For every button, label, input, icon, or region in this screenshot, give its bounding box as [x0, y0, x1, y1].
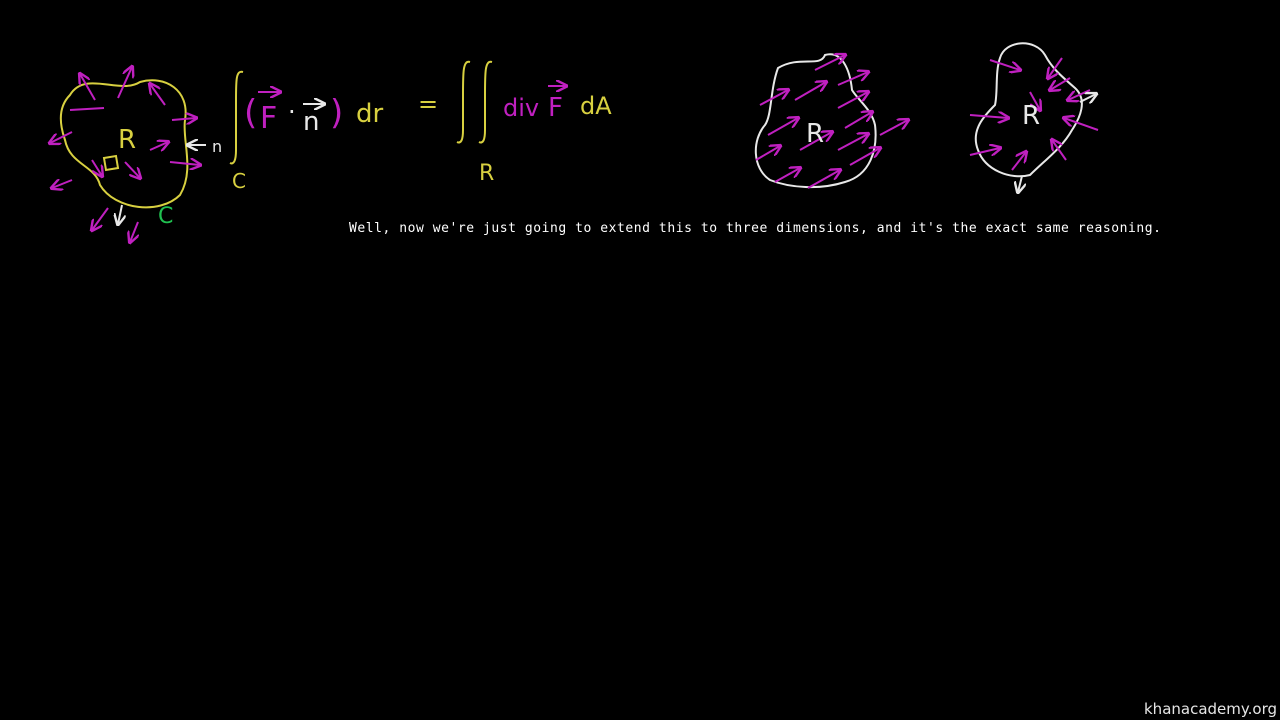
equals-sign: =: [418, 90, 438, 118]
integral-subscript-r: R: [479, 161, 494, 186]
field-arrows-region-one: [50, 67, 200, 242]
region-three-boundary: [974, 42, 1083, 178]
differential-dr: dr: [356, 99, 384, 129]
div-operator: div: [503, 94, 539, 122]
curve-c: [59, 79, 189, 209]
double-integral-sign-one: [456, 60, 471, 144]
region-two-boundary: [754, 53, 877, 189]
line-integral-sign: [229, 70, 244, 165]
dot-operator: ·: [288, 98, 296, 126]
region-label: R: [118, 125, 136, 155]
watermark: khanacademy.org: [1144, 700, 1277, 718]
region-two-drawing: R: [754, 53, 908, 189]
vector-f: F: [260, 101, 277, 136]
flux-equation: C ( F · n ) dr = R div F dA: [229, 60, 612, 193]
close-paren: ): [330, 93, 343, 133]
region-three-drawing: R: [969, 42, 1099, 192]
subtitle-caption: Well, now we're just going to extend thi…: [349, 221, 1162, 236]
field-arrows-region-three: [969, 57, 1099, 171]
small-area-da: [102, 154, 120, 172]
open-paren: (: [244, 93, 257, 133]
double-integral-sign-two: [478, 60, 493, 144]
region-two-label: R: [806, 119, 824, 149]
differential-da: dA: [580, 92, 612, 120]
integral-subscript-c: C: [232, 169, 246, 193]
field-arrows-region-two: [755, 55, 908, 189]
region-three-label: R: [1022, 101, 1040, 131]
vector-f-rhs: F: [548, 93, 563, 123]
curve-label: C: [158, 204, 173, 229]
region-one-drawing: R n C: [50, 67, 222, 242]
vector-n: n: [303, 107, 319, 137]
normal-label: n: [212, 137, 222, 156]
